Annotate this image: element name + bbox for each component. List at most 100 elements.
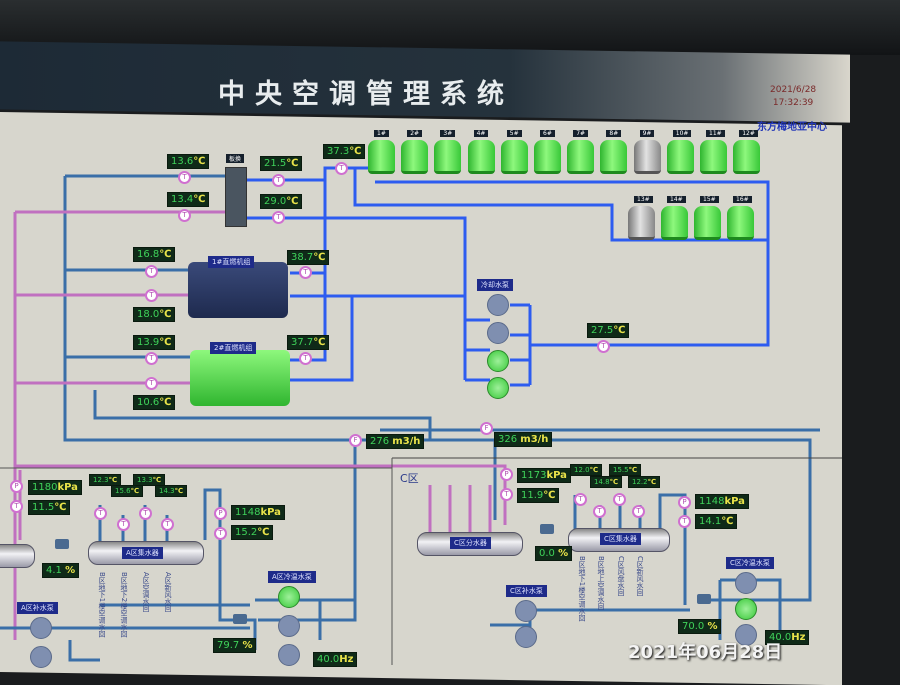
pressure-sensor-icon[interactable]: P	[500, 468, 513, 481]
temp-sensor-icon[interactable]: T	[145, 352, 158, 365]
c-valve-icon[interactable]	[540, 524, 554, 534]
a-makeup-pump-1[interactable]	[30, 617, 52, 639]
temp-sensor-icon[interactable]: T	[145, 377, 158, 390]
cooling-tower-11[interactable]: 11#	[700, 130, 728, 174]
cooling-tower-13[interactable]: 13#	[628, 196, 656, 240]
a-circ-pump-3[interactable]	[278, 644, 300, 666]
hx-in-bottom-temp: 13.4℃	[167, 192, 210, 207]
a-collector[interactable]	[88, 541, 204, 565]
c-circ-pump-2[interactable]	[735, 598, 757, 620]
c-valve-icon[interactable]	[697, 594, 711, 604]
temp-sensor-icon[interactable]: T	[161, 518, 174, 531]
cooling-tower-12[interactable]: 12#	[733, 130, 761, 174]
cooling-tower-8[interactable]: 8#	[600, 130, 628, 174]
cooling-pump-2[interactable]	[487, 322, 509, 344]
a-valve-icon[interactable]	[55, 539, 69, 549]
cooling-tower-icon	[700, 140, 727, 174]
pressure-sensor-icon[interactable]: P	[678, 496, 691, 509]
time-text: 17:32:39	[772, 98, 814, 108]
temp-sensor-icon[interactable]: T	[117, 518, 130, 531]
c-circ-pump-3[interactable]	[735, 624, 757, 646]
temp-sensor-icon[interactable]: T	[299, 352, 312, 365]
cooling-tower-2[interactable]: 2#	[401, 130, 429, 174]
temp-sensor-icon[interactable]: T	[613, 493, 626, 506]
a-distributor[interactable]	[0, 544, 35, 568]
cooling-tower-icon	[401, 140, 429, 174]
cooling-tower-9[interactable]: 9#	[633, 130, 662, 174]
chiller-2-condenser-temp: 37.7℃	[287, 335, 330, 350]
cooling-tower-3[interactable]: 3#	[434, 130, 462, 174]
a-branch-temp-2: 15.6℃	[111, 485, 144, 497]
c-bypass-valve-opening: 0.0 %	[535, 546, 573, 561]
temp-sensor-icon[interactable]: T	[214, 527, 227, 540]
c-pump-frequency: 40.0Hz	[765, 630, 810, 645]
c-distributor-label: C区分水器	[450, 537, 491, 549]
cooling-tower-label: 3#	[440, 130, 456, 137]
temp-sensor-icon[interactable]: T	[272, 174, 285, 187]
temp-sensor-icon[interactable]: T	[94, 507, 107, 520]
temp-sensor-icon[interactable]: T	[145, 289, 158, 302]
cooling-tower-icon	[661, 206, 688, 240]
cooling-tower-label: 15#	[700, 196, 719, 203]
c-circ-pump-1[interactable]	[735, 572, 757, 594]
temp-sensor-icon[interactable]: T	[178, 171, 191, 184]
hx-in-top-temp: 13.6℃	[167, 154, 210, 169]
cooling-tower-label: 6#	[540, 130, 555, 137]
pressure-sensor-icon[interactable]: P	[10, 480, 23, 493]
chiller-1-out-temp: 18.0℃	[133, 307, 176, 322]
c-branch-label: C区风盘水回	[617, 556, 625, 596]
a-circ-pump-1[interactable]	[278, 586, 300, 608]
a-makeup-pump-2[interactable]	[30, 646, 52, 668]
cooling-pump-4[interactable]	[487, 377, 509, 399]
chiller-1[interactable]	[188, 262, 288, 318]
temp-sensor-icon[interactable]: T	[145, 265, 158, 278]
plate-exchanger[interactable]	[225, 167, 247, 227]
temp-sensor-icon[interactable]: T	[272, 211, 285, 224]
c-collector-label: C区集水器	[600, 533, 641, 545]
c-makeup-pump-1[interactable]	[515, 600, 537, 622]
cooling-tower-10[interactable]: 10#	[666, 130, 695, 174]
cooling-tower-icon	[500, 140, 528, 174]
a-supply-pressure: 1180kPa	[28, 480, 82, 495]
cooling-tower-4[interactable]: 4#	[467, 130, 496, 174]
temp-sensor-icon[interactable]: T	[500, 488, 513, 501]
temp-sensor-icon[interactable]: T	[597, 340, 610, 353]
cooling-tower-15[interactable]: 15#	[694, 196, 722, 240]
cooling-tower-icon	[694, 206, 721, 240]
cooling-tower-label: 12#	[739, 130, 758, 137]
cooling-pump-3[interactable]	[487, 350, 509, 372]
cooling-tower-icon	[467, 140, 495, 174]
temp-sensor-icon[interactable]: T	[593, 505, 606, 518]
temp-sensor-icon[interactable]: T	[335, 162, 348, 175]
temp-sensor-icon[interactable]: T	[574, 493, 587, 506]
cooling-tower-1[interactable]: 1#	[368, 130, 396, 174]
temp-sensor-icon[interactable]: T	[632, 505, 645, 518]
cooling-tower-7[interactable]: 7#	[567, 130, 595, 174]
flow-sensor-icon[interactable]: F	[480, 422, 493, 435]
c-return-temp: 14.1℃	[695, 514, 738, 529]
cooling-pump-1[interactable]	[487, 294, 509, 316]
temp-sensor-icon[interactable]: T	[678, 515, 691, 528]
temp-sensor-icon[interactable]: T	[10, 500, 23, 513]
a-valve-icon[interactable]	[233, 614, 247, 624]
a-circ-pump-2[interactable]	[278, 615, 300, 637]
a-collector-label: A区集水器	[122, 547, 163, 559]
chiller-2[interactable]	[190, 350, 290, 406]
cooling-return-temp: 27.5℃	[587, 323, 630, 338]
pressure-sensor-icon[interactable]: P	[214, 507, 227, 520]
cooling-tower-14[interactable]: 14#	[661, 196, 689, 240]
temp-sensor-icon[interactable]: T	[299, 266, 312, 279]
cooling-tower-16[interactable]: 16#	[727, 196, 755, 240]
temp-sensor-icon[interactable]: T	[139, 507, 152, 520]
a-branch-temp-4: 14.3℃	[155, 485, 188, 497]
a-supply-temp: 11.5℃	[28, 500, 71, 515]
cooling-tower-5[interactable]: 5#	[500, 130, 529, 174]
cooling-tower-6[interactable]: 6#	[534, 130, 562, 174]
hx-out-bottom-temp: 29.0℃	[260, 194, 303, 209]
c-makeup-pump-2[interactable]	[515, 626, 537, 648]
temp-sensor-icon[interactable]: T	[178, 209, 191, 222]
c-branch-label: C区新风水回	[636, 556, 644, 596]
flow-sensor-icon[interactable]: F	[349, 434, 362, 447]
c-collector[interactable]	[568, 528, 670, 552]
chiller-2-label: 2#直燃机组	[210, 342, 257, 354]
